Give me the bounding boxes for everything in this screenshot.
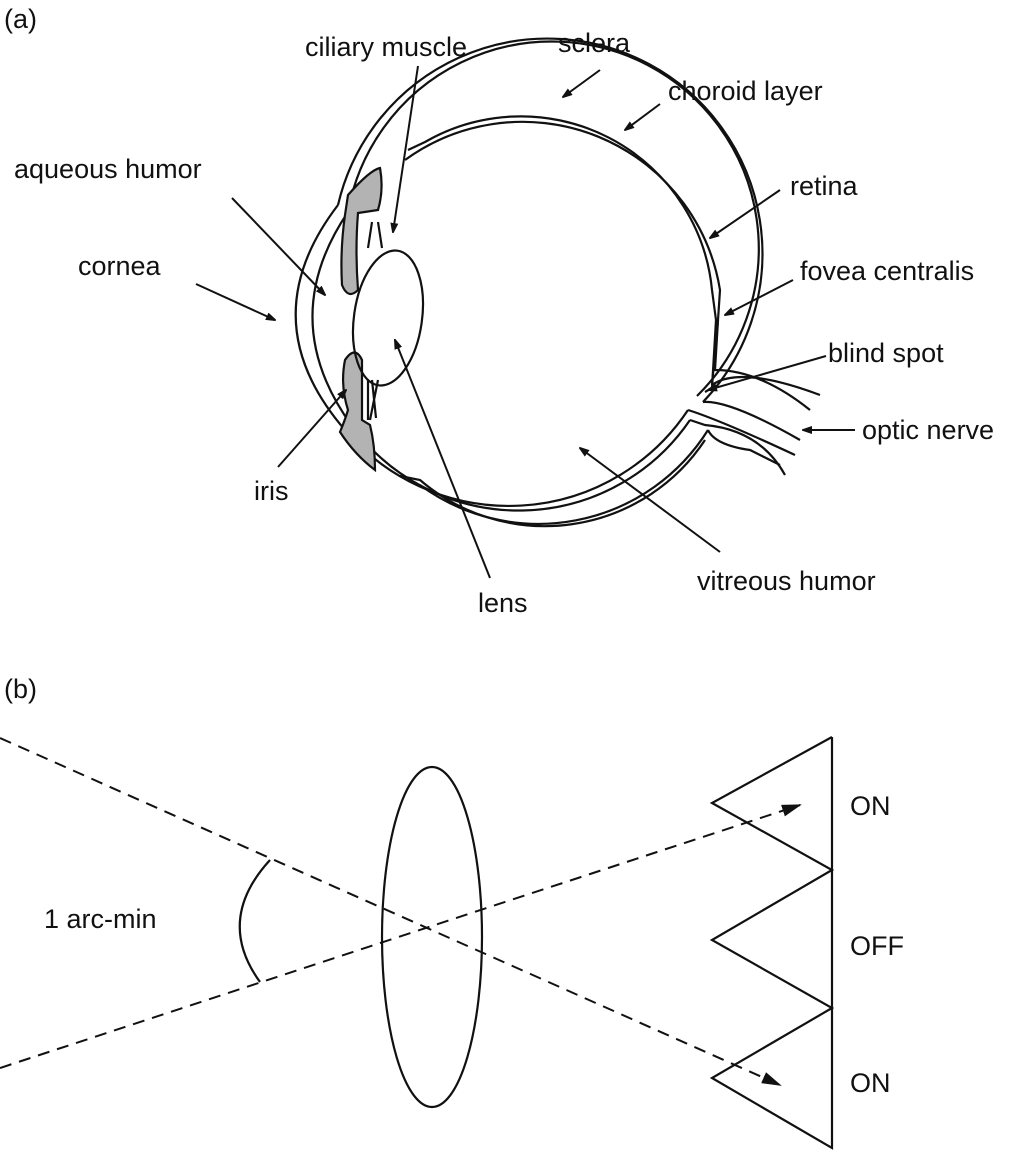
retina-lower <box>399 439 706 528</box>
label-sclera: sclera <box>558 28 631 58</box>
cornea-inner <box>311 211 353 427</box>
choroid-layer <box>404 120 722 386</box>
panel-b-tag: (b) <box>4 674 37 704</box>
lens-b <box>380 765 484 1109</box>
receptor-label-on-top: ON <box>850 791 891 821</box>
label-blind-spot: blind spot <box>828 338 944 368</box>
lens-shape <box>351 249 425 387</box>
sclera-inner <box>346 40 760 397</box>
label-cornea: cornea <box>78 251 162 281</box>
receptor-zigzag <box>709 736 835 1150</box>
ray-up <box>0 804 802 1069</box>
sclera-outer-lower <box>344 409 689 507</box>
label-iris: iris <box>254 476 289 506</box>
cornea-outer <box>294 204 346 431</box>
acuity-diagram: 1 arc-min ON OFF ON <box>0 736 904 1150</box>
angle-arc <box>238 859 271 983</box>
label-optic-nerve: optic nerve <box>862 415 994 445</box>
label-ciliary-muscle: ciliary muscle <box>305 32 467 62</box>
iris-lower <box>338 351 377 473</box>
sclera-outer <box>336 37 764 403</box>
label-fovea-centralis: fovea centralis <box>800 256 974 286</box>
label-retina: retina <box>790 171 859 201</box>
panel-a-tag: (a) <box>4 4 37 34</box>
label-lens: lens <box>478 588 528 618</box>
receptor-label-off: OFF <box>850 931 904 961</box>
eyeball <box>294 37 821 528</box>
iris-upper <box>340 166 383 296</box>
ciliary-fibers <box>366 221 384 421</box>
receptor-label-on-bottom: ON <box>850 1068 891 1098</box>
label-choroid-layer: choroid layer <box>668 76 823 106</box>
choroid-lower <box>419 429 709 525</box>
label-aqueous-humor: aqueous humor <box>14 154 202 184</box>
retina <box>407 115 718 393</box>
angle-label: 1 arc-min <box>44 904 157 934</box>
sclera-inner-lower <box>351 419 691 512</box>
eye-labels: ciliary muscle sclera choroid layer aque… <box>14 28 994 618</box>
label-vitreous-humor: vitreous humor <box>697 566 876 596</box>
ray-down <box>0 737 782 1086</box>
